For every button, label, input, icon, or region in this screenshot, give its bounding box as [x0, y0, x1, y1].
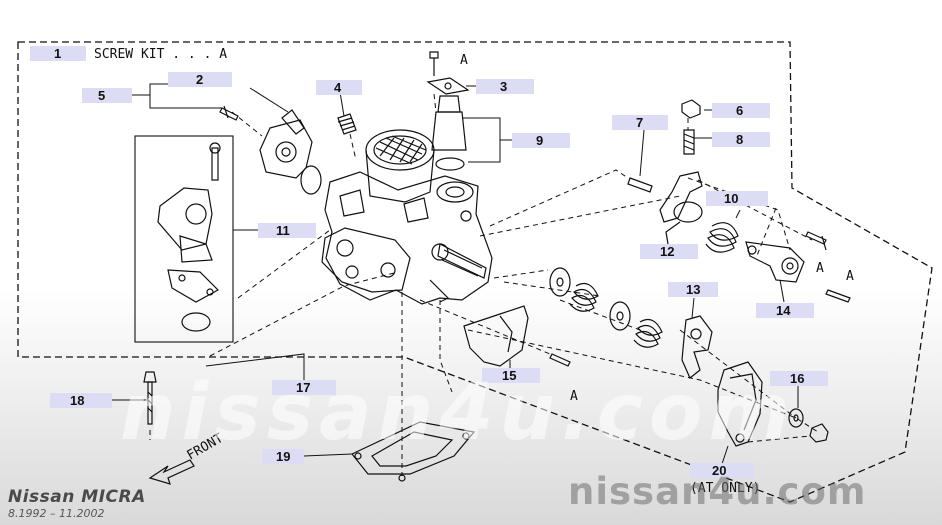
- callout-6: 6: [736, 103, 743, 118]
- marker-a-2: A: [816, 261, 824, 276]
- callout-14: 14: [776, 303, 791, 318]
- callout-20: 20: [712, 463, 726, 478]
- part-19-drawing: [351, 421, 476, 482]
- callout-5: 5: [98, 88, 105, 103]
- sub-assembly-box-11: [134, 135, 234, 343]
- footer-dates: 8.1992 – 11.2002: [8, 507, 105, 520]
- callout-13: 13: [686, 282, 700, 297]
- part-11-drawing: [157, 142, 221, 332]
- callout-8: 8: [736, 132, 743, 147]
- washer-c: [609, 301, 631, 331]
- assembly-boundary: [17, 41, 933, 503]
- washer-16: [788, 408, 804, 428]
- nut-16: [809, 423, 829, 443]
- callout-19: 19: [276, 449, 290, 464]
- o-ring: [300, 165, 322, 195]
- part-4-drawing: [337, 113, 357, 135]
- callout-12: 12: [660, 244, 674, 259]
- note-at-only: (AT ONLY): [690, 481, 760, 496]
- title-screw-kit: SCREW KIT . . . A: [94, 47, 227, 62]
- watermark-small: nissan4u.com: [568, 470, 867, 513]
- screw-2: [219, 105, 239, 121]
- callout-9: 9: [536, 133, 543, 148]
- callout-3: 3: [500, 79, 507, 94]
- spring-d: [633, 319, 663, 348]
- callout-1: 1: [54, 46, 61, 61]
- watermark-large: nissan4u.com: [120, 368, 796, 458]
- throttle-body-drawing: [321, 129, 493, 305]
- callout-17: 17: [296, 380, 310, 395]
- part-2-drawing: [249, 87, 313, 179]
- spring-b: [569, 283, 599, 312]
- washer-a: [549, 267, 571, 297]
- callout-16: 16: [790, 371, 804, 386]
- spring-10: [705, 222, 739, 253]
- stud-8: [683, 129, 695, 155]
- marker-a-3: A: [846, 269, 854, 284]
- callout-10: 10: [724, 191, 738, 206]
- part-13-drawing: [681, 315, 713, 379]
- part-18-drawing: [143, 371, 157, 425]
- callout-18: 18: [70, 393, 84, 408]
- marker-a-1: A: [460, 53, 468, 68]
- marker-a-4: A: [570, 389, 578, 404]
- part-12-drawing: [659, 171, 703, 245]
- callout-4: 4: [334, 80, 342, 95]
- callout-15: 15: [502, 368, 516, 383]
- part-14-drawing: [745, 231, 851, 303]
- callout-labels: 1 SCREW KIT . . . A 2 3 4 5 6 7 8 9 10 1…: [30, 46, 854, 496]
- part-15-drawing: [463, 305, 571, 367]
- footer-brand: Nissan MICRA: [8, 487, 146, 507]
- pin-7: [627, 177, 653, 193]
- front-arrow: [148, 459, 195, 485]
- part-3-drawing: [426, 51, 470, 95]
- part-9-drawing: [431, 95, 501, 171]
- callout-2: 2: [196, 72, 203, 87]
- callout-7: 7: [636, 115, 643, 130]
- callout-11: 11: [276, 223, 290, 238]
- nut-6: [681, 99, 701, 119]
